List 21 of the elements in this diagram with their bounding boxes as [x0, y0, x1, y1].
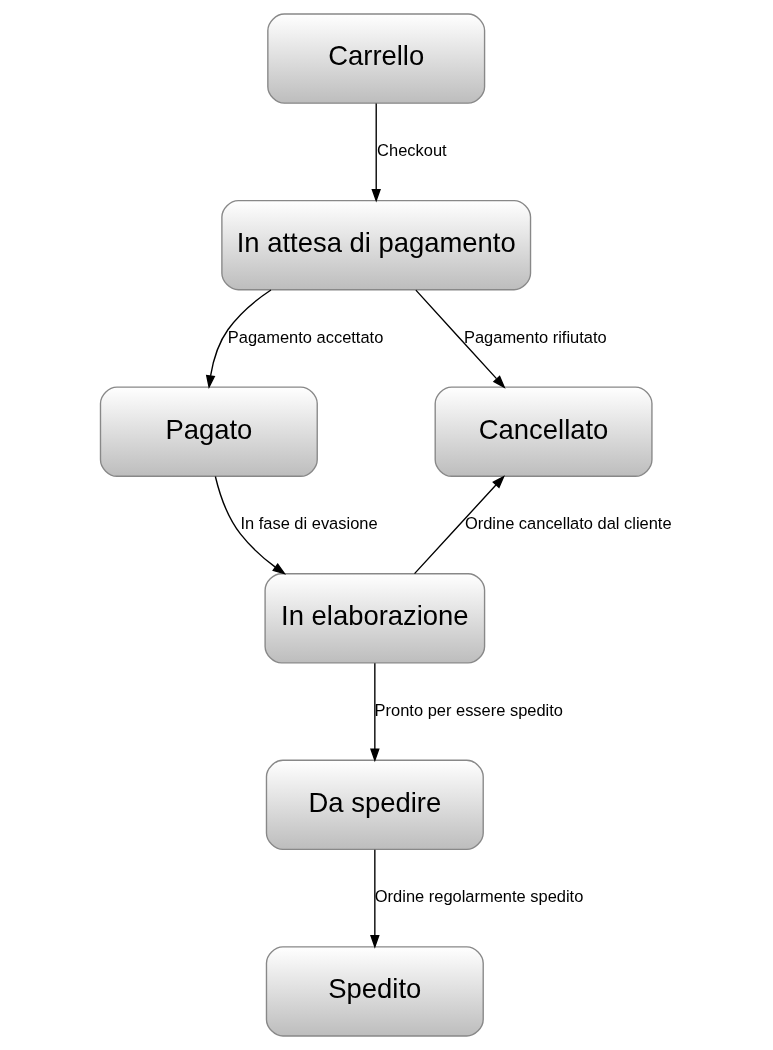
- arrow: [370, 662, 380, 763]
- edge-label: Pronto per essere spedito: [374, 700, 564, 719]
- arrow: [370, 849, 380, 949]
- arrow: [214, 475, 287, 575]
- arrow: [413, 475, 505, 575]
- node-box: Pagato: [99, 386, 318, 477]
- node-box: Da spedire: [265, 759, 484, 851]
- node-box: In attesa di pagamento: [221, 199, 532, 291]
- arrow: [205, 289, 272, 389]
- node-box: Carrello: [267, 13, 486, 104]
- arrow: [371, 102, 381, 203]
- node-box: In elaborazione: [264, 573, 486, 664]
- edge-label: Checkout: [377, 141, 447, 160]
- edge-label: Ordine cancellato dal cliente: [464, 514, 672, 533]
- node-box: Spedito: [265, 946, 484, 1037]
- node-box: Cancellato: [434, 386, 653, 477]
- arrow: [415, 289, 506, 389]
- edge-label: Ordine regolarmente spedito: [374, 887, 584, 906]
- edge-label: Pagamento rifiutato: [463, 327, 607, 346]
- edge-label: In fase di evasione: [240, 514, 378, 533]
- edge-label: Pagamento accettato: [227, 327, 384, 346]
